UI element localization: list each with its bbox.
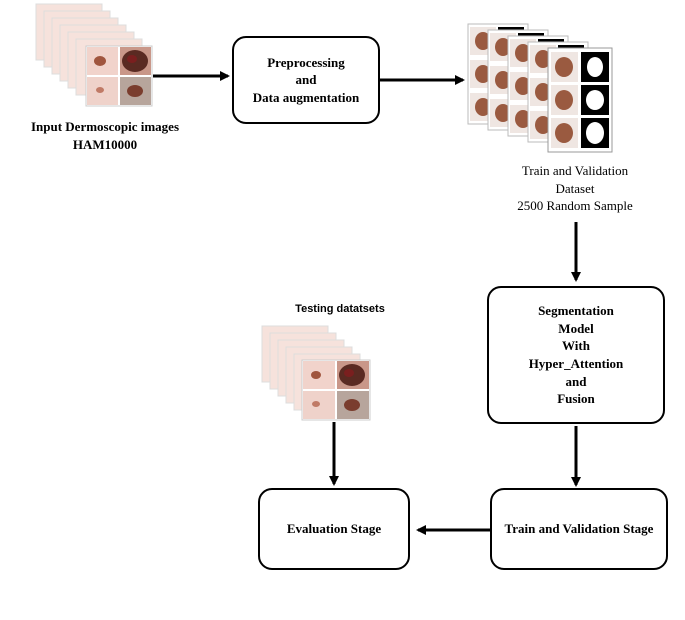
preprocessing-box: Preprocessing and Data augmentation — [232, 36, 380, 124]
testing-image-stack — [261, 325, 371, 421]
train-validation-stage-box: Train and Validation Stage — [490, 488, 668, 570]
input-image-stack — [35, 3, 153, 107]
dataset-image-stack — [467, 23, 613, 153]
input-image-front-tile — [85, 45, 153, 107]
segmentation-model-box: Segmentation Model With Hyper_Attention … — [487, 286, 665, 424]
testing-image-front-tile — [301, 359, 371, 421]
testing-datasets-caption: Testing datatsets — [295, 303, 385, 315]
evaluation-stage-box: Evaluation Stage — [258, 488, 410, 570]
dataset-tile-front — [547, 47, 613, 153]
dataset-caption: Train and Validation Dataset 2500 Random… — [517, 163, 633, 214]
input-images-caption: Input Dermoscopic images HAM10000 — [30, 119, 180, 152]
